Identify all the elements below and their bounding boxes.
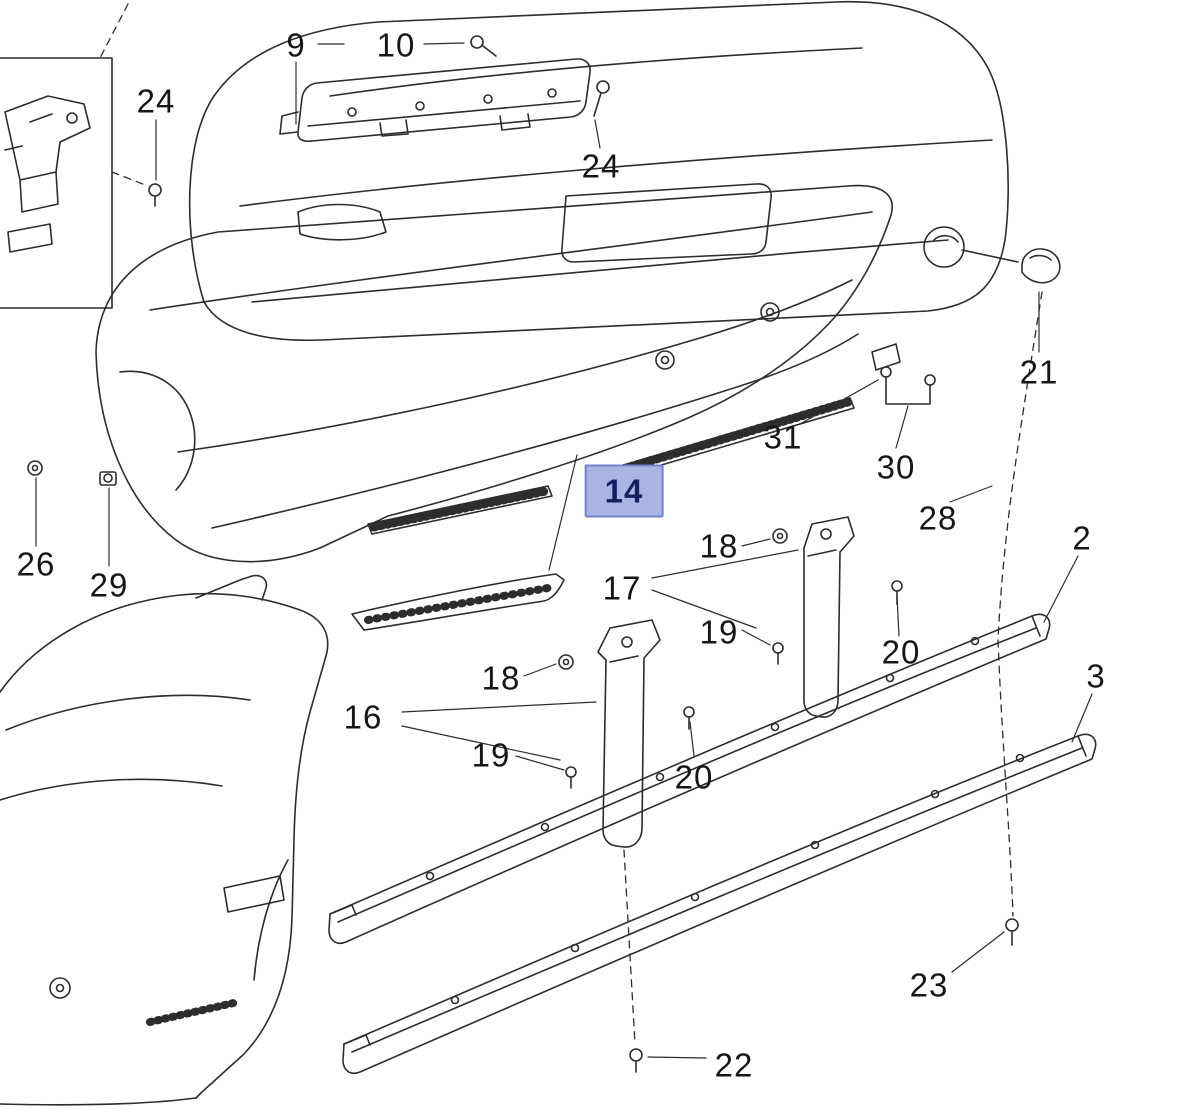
callout-29[interactable]: 29 [89,566,129,604]
callout-19-left[interactable]: 19 [471,736,511,774]
leader-lines [35,42,1093,1059]
callout-16[interactable]: 16 [343,698,383,736]
callout-31[interactable]: 31 [763,418,803,456]
screw-24-left-icon [148,183,162,197]
callout-30[interactable]: 30 [876,448,916,486]
car-body-outline [188,0,1009,342]
screw-23-icon [1005,918,1019,932]
skid-strip-lower [342,733,1097,1075]
inset-detail-box [0,57,113,309]
lower-trim-strip [351,573,565,631]
callout-17[interactable]: 17 [602,569,642,607]
bracket-center [597,619,661,848]
callout-21[interactable]: 21 [1019,353,1059,391]
screw-10-icon [470,35,484,49]
bolt-31-icon [880,366,892,378]
construction-lines [99,3,1043,1045]
skid-strip-upper [328,613,1051,945]
callout-22[interactable]: 22 [714,1046,754,1084]
callout-24-top[interactable]: 24 [581,147,621,185]
callout-23[interactable]: 23 [909,966,949,1004]
callout-20-right[interactable]: 20 [881,633,921,671]
callout-2[interactable]: 2 [1072,519,1092,557]
clip-26-icon [27,460,43,476]
bolt-30-icon [924,374,936,386]
callout-28[interactable]: 28 [918,499,958,537]
callout-24-left[interactable]: 24 [136,82,176,120]
callout-18-right[interactable]: 18 [699,527,739,565]
tow-eye-cover-21-icon [1021,248,1061,284]
callout-20-left[interactable]: 20 [674,758,714,796]
callout-18-left[interactable]: 18 [481,659,521,697]
screw-24-top-icon [596,80,610,94]
callout-9[interactable]: 9 [286,26,306,64]
screw-19-right-icon [772,642,784,654]
bracket-right [803,516,855,718]
screw-22-icon [629,1048,643,1062]
screw-20-left-icon [683,706,695,718]
screw-20-right-icon [891,580,903,592]
clip-18-right-icon [772,528,788,544]
callout-10[interactable]: 10 [376,26,416,64]
bumper-cover [95,184,901,563]
callout-19-right[interactable]: 19 [699,613,739,651]
clip-18-left-icon [558,654,574,670]
fasteners [27,35,1061,1073]
lower-left-bumper [0,574,329,1106]
callout-3[interactable]: 3 [1086,657,1106,695]
screw-19-left-icon [565,766,577,778]
callout-14-selected[interactable]: 14 [584,464,664,518]
nut-29-icon [99,471,117,486]
impact-bar [279,58,591,143]
callout-26[interactable]: 26 [16,545,56,583]
